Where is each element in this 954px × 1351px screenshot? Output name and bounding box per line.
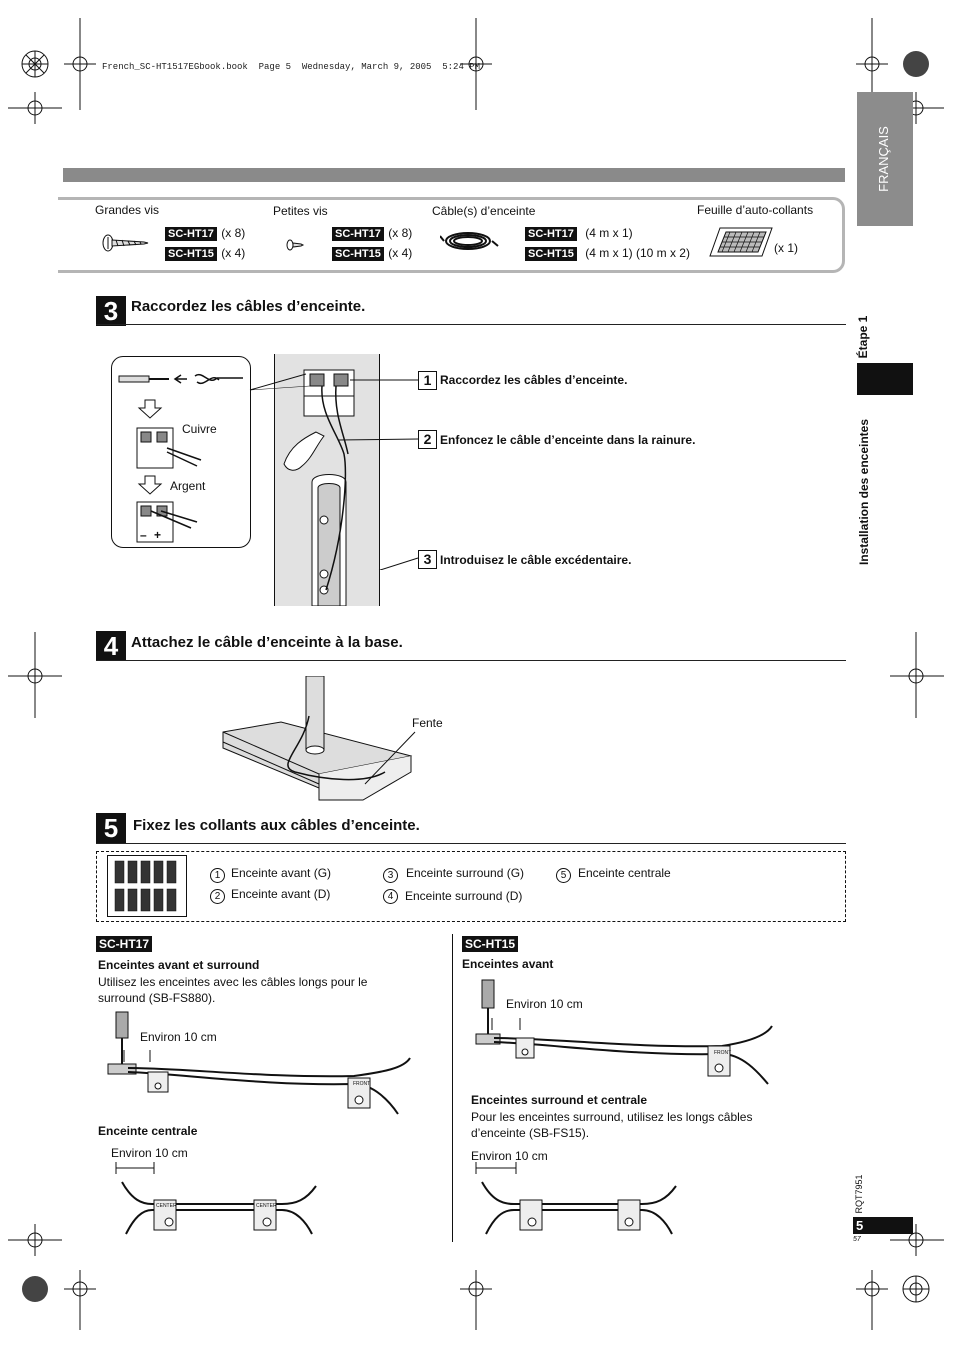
legend-4-text: Enceinte surround (D) — [405, 889, 523, 903]
step-3-sub-1-text: Raccordez les câbles d’enceinte. — [440, 373, 628, 387]
sticker-sheet-icon — [709, 227, 773, 257]
large-screws-ht15-qty: (x 4) — [221, 246, 246, 260]
badge-sc-ht15: SC-HT15 — [165, 247, 217, 261]
step-5-rule — [96, 843, 846, 844]
base-illustration — [222, 676, 416, 801]
large-screws-label: Grandes vis — [95, 203, 160, 217]
section-side-label: Installation des enceintes — [857, 418, 871, 566]
slot-label: Fente — [412, 716, 443, 730]
ht17-front-title: Enceintes avant et surround — [98, 958, 260, 972]
ht15-front-cable-figure — [475, 979, 773, 1085]
language-tab — [857, 92, 913, 226]
step-5-number: 5 — [96, 813, 126, 843]
ht15-front-title: Enceintes avant — [462, 957, 554, 971]
cables-ht15-qty: (4 m x 1) (10 m x 2) — [585, 246, 690, 260]
header-bar — [63, 168, 845, 182]
page-number-small: 57 — [853, 1236, 861, 1243]
step-3-sub-2-number: 2 — [418, 430, 437, 449]
step-3-title: Raccordez les câbles d’enceinte. — [131, 298, 366, 315]
page-number: 5 — [856, 1218, 864, 1233]
sticker-legend-box — [96, 851, 846, 922]
sc-ht17-section-badge: SC-HT17 — [96, 936, 153, 952]
cables-label: Câble(s) d’enceinte — [432, 204, 536, 218]
step-3-rule — [96, 324, 846, 325]
legend-2-number: 2 — [210, 889, 225, 904]
legend-3-text: Enceinte surround (G) — [406, 866, 525, 880]
ht15-approx-2: Environ 10 cm — [471, 1149, 548, 1163]
language-tab-label: FRANÇAIS — [876, 126, 891, 192]
stickers-qty: (x 1) — [774, 241, 798, 255]
step-3-sub-1-number: 1 — [418, 371, 437, 390]
large-screw-icon — [102, 234, 149, 252]
step-3-sub-2-text: Enfoncez le câble d’enceinte dans la rai… — [440, 433, 696, 447]
ht15-surround-title: Enceintes surround et centrale — [471, 1093, 648, 1107]
doc-code: RQT7951 — [854, 1174, 864, 1214]
step-3-sub-3-number: 3 — [418, 550, 437, 569]
copper-label: Cuivre — [182, 422, 217, 436]
ht15-approx-1: Environ 10 cm — [506, 997, 583, 1011]
ht17-front-text: Utilisez les enceintes avec les câbles l… — [98, 975, 368, 1005]
cables-ht17-qty: (4 m x 1) — [585, 226, 633, 240]
terminal-inset — [111, 356, 251, 548]
step-4-title: Attachez le câble d’enceinte à la base. — [131, 634, 403, 651]
step-tab — [857, 363, 913, 395]
legend-3-number: 3 — [383, 868, 398, 883]
sticker-sheet-figure — [107, 855, 187, 917]
step-3-leader-lines — [337, 379, 419, 570]
ht17-approx-2: Environ 10 cm — [111, 1146, 188, 1160]
silver-label: Argent — [170, 479, 206, 493]
stickers-label: Feuille d’auto-collants — [697, 203, 814, 217]
legend-5-text: Enceinte centrale — [578, 866, 671, 880]
plus-label: + — [154, 528, 162, 542]
legend-2-text: Enceinte avant (D) — [231, 887, 331, 901]
file-info-line: French_SC-HT1517EGbook.book Page 5 Wedne… — [102, 62, 481, 72]
badge-sc-ht17: SC-HT17 — [332, 227, 384, 241]
badge-sc-ht15: SC-HT15 — [332, 247, 384, 261]
badge-sc-ht17: SC-HT17 — [525, 227, 577, 241]
badge-sc-ht15: SC-HT15 — [525, 247, 577, 261]
badge-sc-ht17: SC-HT17 — [165, 227, 217, 241]
legend-5-number: 5 — [556, 868, 571, 883]
step-tab-label: Étape 1 — [856, 315, 870, 359]
minus-label: – — [140, 528, 147, 542]
ht17-center-tag-2: CENTER — [256, 1203, 277, 1209]
pole-illustration — [249, 369, 355, 606]
ht17-front-tag-1: FRONT — [353, 1081, 371, 1087]
accessories-frame — [58, 197, 845, 273]
small-screws-ht15-qty: (x 4) — [388, 246, 413, 260]
ht15-front-tag-1: FRONT — [714, 1050, 732, 1056]
ht15-surround-text: Pour les enceintes surround, utilisez le… — [471, 1110, 753, 1140]
page-number-bar — [853, 1217, 913, 1234]
small-screws-ht17-qty: (x 8) — [388, 226, 413, 240]
ht17-center-title: Enceinte centrale — [98, 1124, 198, 1138]
legend-1-number: 1 — [210, 868, 225, 883]
step-3-sub-3-text: Introduisez le câble excédentaire. — [440, 553, 632, 567]
ht17-center-tag-1: CENTER — [156, 1203, 177, 1209]
legend-4-number: 4 — [383, 889, 398, 904]
terminal-illustration — [118, 373, 243, 543]
ht17-center-cable-figure — [115, 1162, 317, 1235]
small-screw-icon — [286, 239, 305, 251]
ht17-front-cable-figure — [107, 1011, 411, 1115]
step-3-number: 3 — [96, 296, 126, 326]
column-divider — [452, 934, 453, 1242]
large-screws-ht17-qty: (x 8) — [221, 226, 246, 240]
cable-coil-icon — [440, 232, 499, 250]
step-4-number: 4 — [96, 631, 126, 661]
small-screws-label: Petites vis — [273, 204, 328, 218]
step-5-title: Fixez les collants aux câbles d’enceinte… — [133, 817, 420, 834]
ht15-surround-cable-figure — [475, 1162, 677, 1235]
step-4-rule — [96, 660, 846, 661]
sc-ht15-section-badge: SC-HT15 — [462, 936, 519, 952]
ht17-approx-1: Environ 10 cm — [140, 1030, 217, 1044]
legend-1-text: Enceinte avant (G) — [231, 866, 332, 880]
